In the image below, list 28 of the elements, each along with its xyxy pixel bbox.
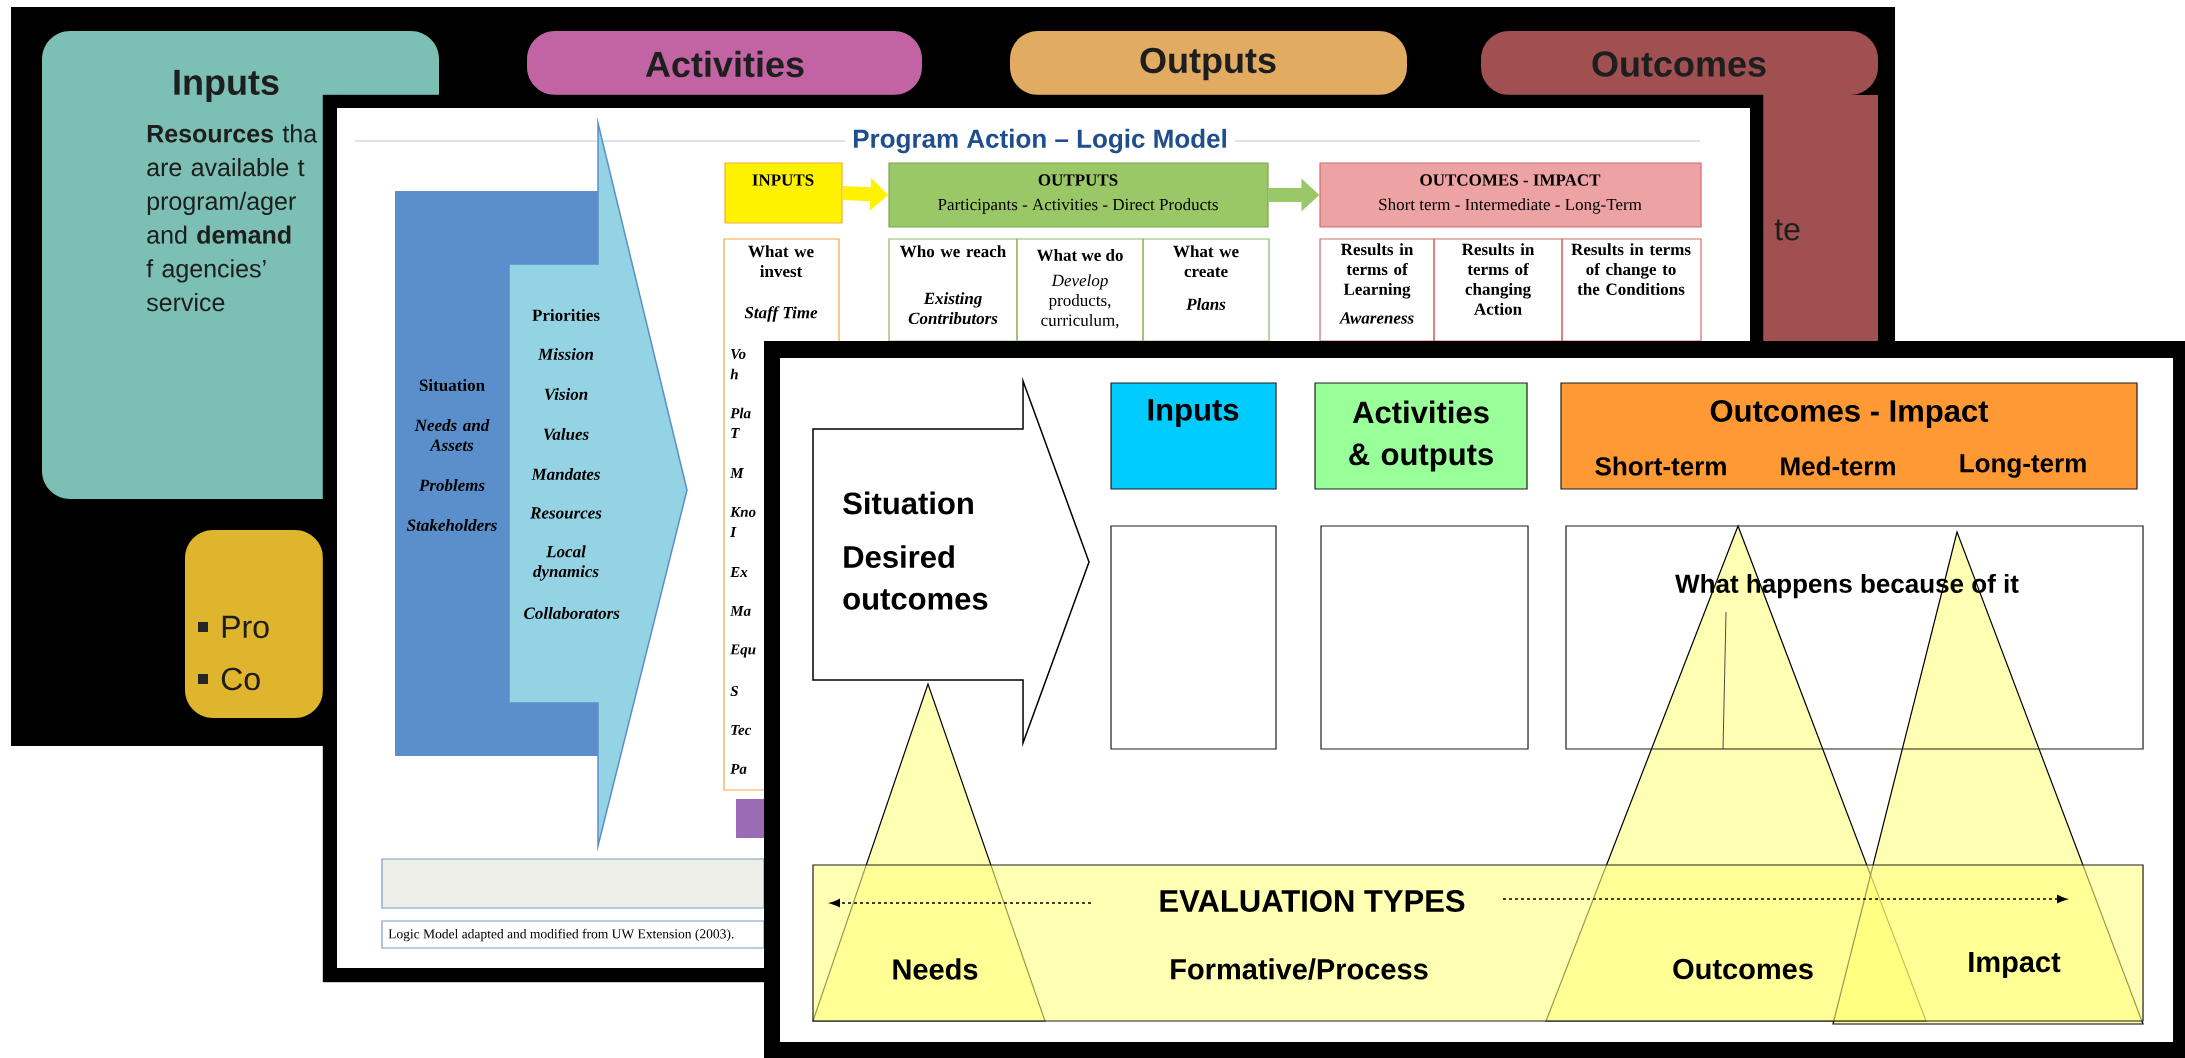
column-box: Results in terms of change to the Conditions xyxy=(1561,238,1702,342)
empty-box xyxy=(1320,525,1529,750)
column-box: Who we reach Existing Contributors xyxy=(888,238,1018,342)
empty-box xyxy=(381,858,765,909)
header-box: INPUTS xyxy=(724,162,843,224)
category-box: Outputs xyxy=(1010,31,1407,95)
header-box: Activities & outputs xyxy=(1314,382,1528,490)
slide-text: te xyxy=(1774,219,1800,241)
category-box: Outcomes xyxy=(1481,31,1878,95)
slide-title: Program Action – Logic Model xyxy=(853,128,1226,154)
column-box: Results in terms of Learning Awareness xyxy=(1319,238,1435,342)
column-box: What we create Plans xyxy=(1142,238,1270,342)
evaluation-label: Outcomes xyxy=(1673,958,1813,980)
category-box: Activities xyxy=(527,31,922,95)
footnote-box: Logic Model adapted and modified from UW Extension (2003). xyxy=(381,920,765,949)
pointed-panel: Situation Desired outcomes xyxy=(812,376,1090,748)
header-box: Outcomes - Impact Short-term Med-term Long-term xyxy=(1560,382,2138,490)
evaluation-label: Needs xyxy=(893,958,978,980)
pointed-panel: Priorities Mission Vision Values Mandates Resources Local dynamics Collaborators xyxy=(508,116,688,853)
evaluation-label: Impact xyxy=(1969,952,2061,978)
empty-box xyxy=(1110,525,1277,750)
header-box: OUTPUTS Participants - Activities - Direct Products xyxy=(888,162,1269,228)
column-box: What we do Develop products, curriculum, xyxy=(1016,238,1144,342)
column-box: Results in terms of changing Action xyxy=(1433,238,1563,342)
evaluation-label: Formative/Process xyxy=(1171,958,1428,980)
bullet-box: Pro Co xyxy=(185,530,323,718)
header-box: OUTCOMES - IMPACT Short term - Intermediate - Long-Term xyxy=(1319,162,1702,228)
header-box: Inputs xyxy=(1110,382,1277,490)
